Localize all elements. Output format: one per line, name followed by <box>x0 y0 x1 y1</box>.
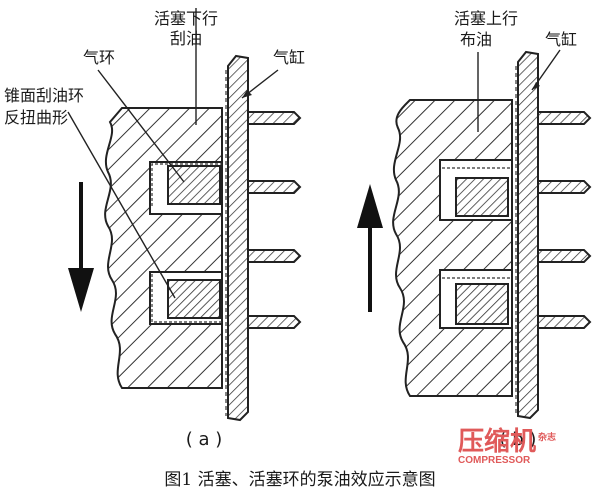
watermark-sub: COMPRESSOR <box>458 455 531 466</box>
watermark-brand: 压缩机 <box>458 426 536 457</box>
cooling-fins-a <box>247 111 302 329</box>
figure-b: 活塞上行 布油 气缸 ( b ) <box>357 9 592 450</box>
ring-b-lower <box>455 283 509 325</box>
figure-caption: 图1 活塞、活塞环的泵油效应示意图 <box>164 470 435 490</box>
watermark-logo: 压缩机 杂志 COMPRESSOR <box>458 426 556 466</box>
cooling-fins-b <box>537 111 592 329</box>
label-a-cylinder: 气缸 <box>273 48 305 67</box>
arrow-down-a <box>68 182 94 312</box>
cylinder-wall-a <box>227 54 249 422</box>
label-a-cone-line2: 反扭曲形 <box>4 108 68 127</box>
label-a-piston-line2: 刮油 <box>170 29 202 48</box>
ring-b-upper <box>455 177 509 217</box>
arrow-up-b <box>357 184 383 312</box>
figure-a: 活塞下行 刮油 气缸 气环 锥面刮油环 反扭曲形 ( a ) <box>4 8 305 450</box>
piston-b <box>392 99 513 397</box>
subfigure-label-a: ( a ) <box>186 429 223 450</box>
label-b-piston-line2: 布油 <box>460 30 492 49</box>
label-b-piston-line1: 活塞上行 <box>454 9 518 28</box>
label-a-cone-line1: 锥面刮油环 <box>4 86 84 105</box>
subfigure-label-b: ( b ) <box>500 429 537 450</box>
piston-a <box>104 107 223 389</box>
label-a-piston-line1: 活塞下行 <box>154 9 218 28</box>
cylinder-wall-b <box>517 50 539 420</box>
watermark-brand-small: 杂志 <box>538 431 556 443</box>
label-b-cylinder: 气缸 <box>545 30 577 49</box>
ring-a-lower <box>167 279 221 319</box>
label-a-ring: 气环 <box>83 48 115 67</box>
